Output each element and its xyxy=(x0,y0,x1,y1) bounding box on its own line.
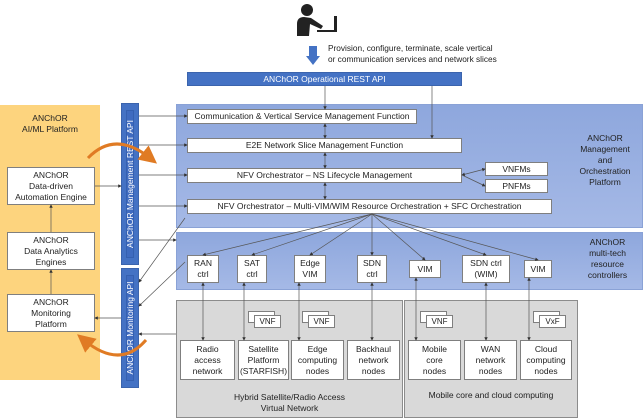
down-arrow-icon xyxy=(306,46,320,66)
vertical-service-mgmt-function: Communication & Vertical Service Managem… xyxy=(187,109,417,124)
operations-note: Provision, configure, terminate, scale v… xyxy=(328,43,497,64)
nfvo-resource-orchestration: NFV Orchestrator – Multi-VIM/WIM Resourc… xyxy=(187,199,552,214)
sat-ctrl: SAT ctrl xyxy=(237,255,267,283)
monitoring-api-label: ANChOR Monitoring API xyxy=(125,281,135,375)
core-cloud-title: Mobile core and cloud computing xyxy=(428,390,554,400)
mano-title: ANChOR Management and Orchestration Plat… xyxy=(579,133,631,187)
mobile-core-node: Mobile core nodes xyxy=(408,340,461,380)
automation-engine-box: ANChOR Data-driven Automation Engine xyxy=(7,167,95,205)
operational-rest-api: ANChOR Operational REST API xyxy=(187,72,462,86)
ai-ml-platform-title: ANChOR AI/ML Platform xyxy=(22,113,78,134)
vim-cloud: VIM xyxy=(524,260,552,278)
management-rest-api-label: ANChOR Management REST API xyxy=(125,120,135,248)
vnfms-box: VNFMs xyxy=(485,162,548,176)
monitoring-api-bar: ANChOR Monitoring API xyxy=(121,268,139,388)
pnfms-box: PNFMs xyxy=(485,179,548,193)
cloud-computing-node: Cloud computing nodes xyxy=(520,340,572,380)
user-icon xyxy=(293,2,339,38)
radio-access-network-node: Radio access network xyxy=(180,340,235,380)
edge-computing-node: Edge computing nodes xyxy=(291,340,344,380)
ran-ctrl: RAN ctrl xyxy=(187,255,219,283)
hybrid-network-title: Hybrid Satellite/Radio Access Virtual Ne… xyxy=(233,392,346,413)
nfvo-ns-lifecycle: NFV Orchestrator – NS Lifecycle Manageme… xyxy=(187,168,462,183)
vim-core: VIM xyxy=(409,260,441,278)
wan-network-node: WAN network nodes xyxy=(464,340,517,380)
vnf-satellite: VNF xyxy=(254,315,281,328)
edge-vim: Edge VIM xyxy=(294,255,326,283)
vnf-core: VNF xyxy=(426,315,453,328)
backhaul-network-node: Backhaul network nodes xyxy=(347,340,400,380)
management-rest-api-bar: ANChOR Management REST API xyxy=(121,103,139,265)
e2e-slice-mgmt-function: E2E Network Slice Management Function xyxy=(187,138,462,153)
vxf-cloud: VxF xyxy=(539,315,566,328)
analytics-engines-box: ANChOR Data Analytics Engines xyxy=(7,232,95,270)
vnf-edge: VNF xyxy=(308,315,335,328)
sdn-ctrl: SDN ctrl xyxy=(357,255,387,283)
sdn-ctrl-wim: SDN ctrl (WIM) xyxy=(462,255,510,283)
controllers-title: ANChOR multi-tech resource controllers xyxy=(587,237,628,280)
monitoring-platform-box: ANChOR Monitoring Platform xyxy=(7,294,95,332)
satellite-platform-node: Satellite Platform (STARFISH) xyxy=(238,340,289,380)
